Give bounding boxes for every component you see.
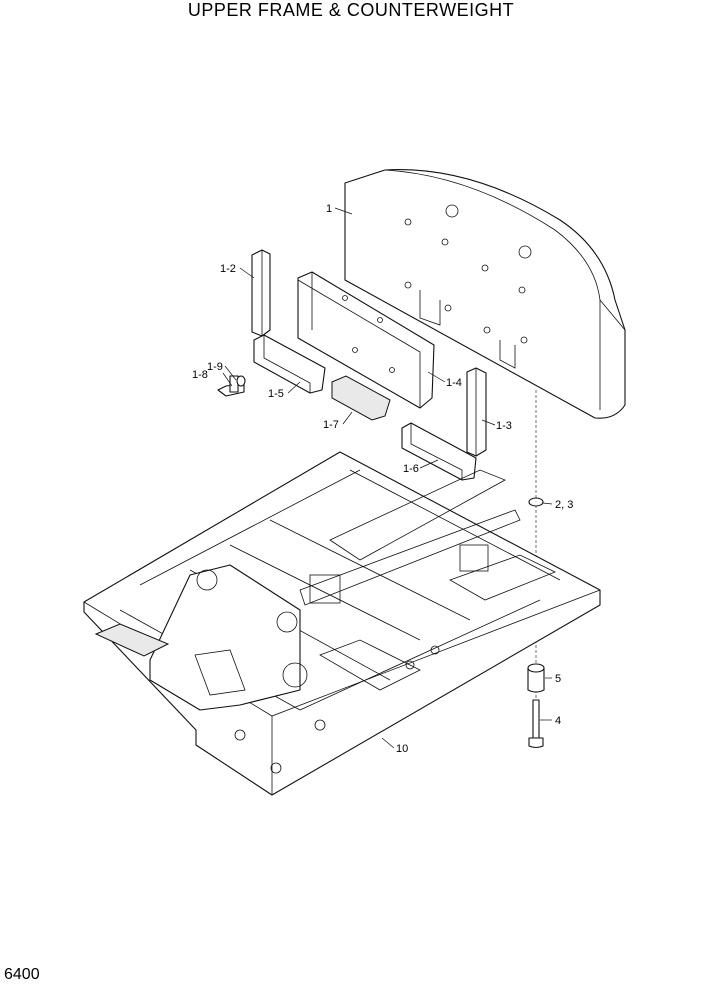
callout-labels: 1 1-2 1-9 1-8 1-5 1-4 1-3 1-7 1-6 2, 3 5… [192,203,573,755]
callout-1-3: 1-3 [496,420,512,432]
callout-1-2: 1-2 [220,263,236,275]
bracket-left [251,249,271,337]
callout-1-6: 1-6 [403,463,419,475]
bracket-lower-right [401,422,477,481]
callout-1-5: 1-5 [268,388,284,400]
callout-1-4: 1-4 [446,377,462,389]
callout-1: 1 [326,203,332,215]
bracket-lower-left [253,334,326,394]
callout-5: 5 [555,673,561,685]
callout-1-9: 1-9 [207,361,223,373]
callout-1-8: 1-8 [192,369,208,381]
bracket-right [466,367,487,457]
callout-4: 4 [555,715,561,727]
callout-2-3: 2, 3 [555,499,573,511]
page-title: UPPER FRAME & COUNTERWEIGHT [187,0,515,20]
page-number: 6400 [4,966,40,983]
callout-10: 10 [396,743,408,755]
upper-frame [83,451,601,796]
counterweight [344,169,626,419]
pad [331,375,391,421]
weight-plate [297,271,435,409]
leader-lines [222,207,553,749]
callout-1-7: 1-7 [323,419,339,431]
bolt-and-washer [217,375,246,397]
